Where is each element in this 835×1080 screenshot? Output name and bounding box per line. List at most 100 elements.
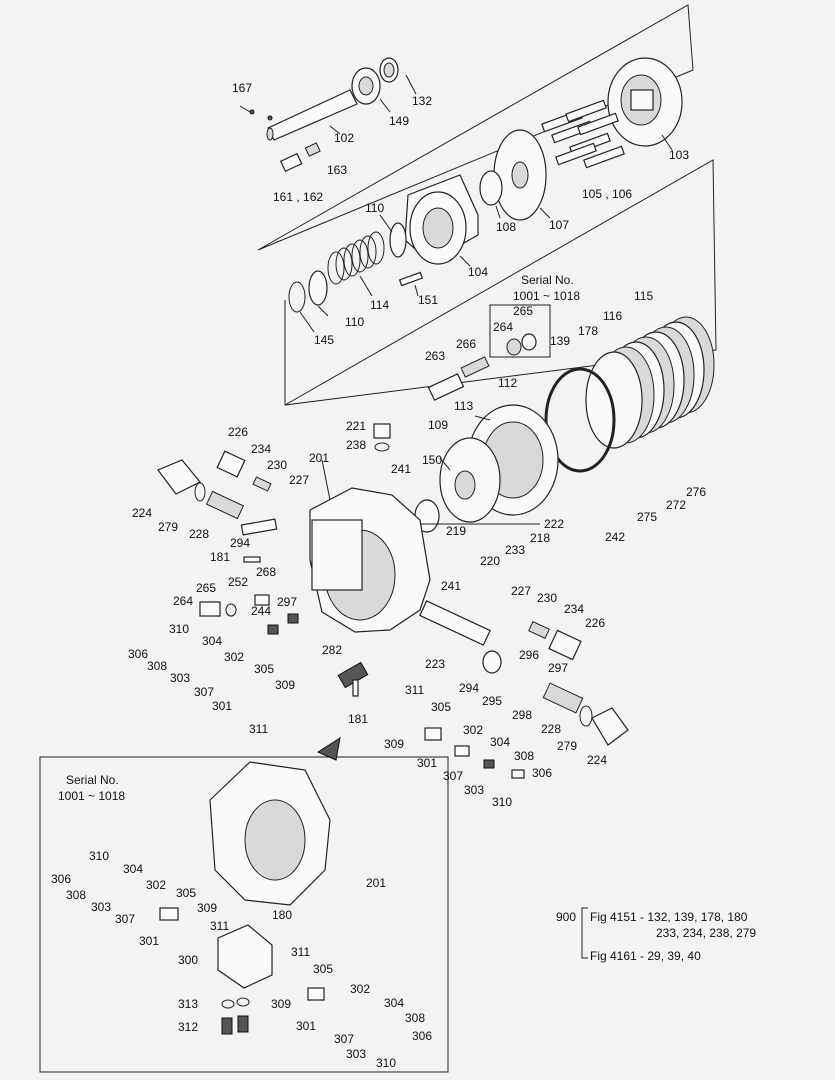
- part-label: 308: [147, 659, 168, 673]
- part-label: 228: [189, 527, 210, 541]
- part-label: 109: [428, 418, 449, 432]
- part-label: 234: [564, 602, 585, 616]
- part-label: 226: [585, 616, 606, 630]
- part-label: 104: [468, 265, 489, 279]
- part-label: 105 , 106: [582, 187, 633, 201]
- part-label: 279: [158, 520, 179, 534]
- part-label: 307: [443, 769, 464, 783]
- part-label: 150: [422, 453, 443, 467]
- part-label: 221: [346, 419, 367, 433]
- part-label: 296: [519, 648, 540, 662]
- ring-110a: [389, 222, 407, 258]
- part-label: 103: [669, 148, 690, 162]
- part-label: 114: [370, 298, 390, 312]
- part-label: 266: [456, 337, 477, 351]
- part-label: 222: [544, 517, 565, 531]
- part-label: 310: [376, 1056, 397, 1070]
- part-label: 252: [228, 575, 249, 589]
- part-label: 307: [194, 685, 215, 699]
- oring-279b: [579, 705, 593, 727]
- part-label: 244: [251, 604, 272, 618]
- serial-note-inset-line2: 1001 ~ 1018: [58, 789, 126, 803]
- part-label: 304: [490, 735, 511, 749]
- part-label: 113: [454, 399, 474, 413]
- ref-bracket: [581, 907, 588, 959]
- pistons-105: [541, 99, 625, 169]
- leader-lines: [239, 74, 673, 525]
- part-label: 313: [178, 997, 199, 1011]
- part-label: 303: [464, 783, 485, 797]
- inset-pointer-arrow: [316, 736, 341, 761]
- part-label: 227: [289, 473, 310, 487]
- washer-313a: [221, 999, 235, 1009]
- part-label: 311: [291, 945, 311, 959]
- washer-313b: [236, 997, 250, 1007]
- part-label: 161 , 162: [273, 190, 324, 204]
- plug-224: [157, 459, 201, 495]
- part-label: 303: [170, 671, 191, 685]
- part-label: 224: [132, 506, 153, 520]
- part-label: 305: [254, 662, 275, 676]
- part-label: 308: [66, 888, 87, 902]
- part-label: 241: [441, 579, 462, 593]
- part-label: 276: [686, 485, 707, 499]
- plug-297a: [287, 613, 299, 624]
- part-label: 294: [459, 681, 480, 695]
- pin-181b: [352, 679, 359, 697]
- ref-900-line1: Fig 4151 - 132, 139, 178, 180: [590, 910, 748, 924]
- part-label: 226: [228, 425, 249, 439]
- upper-frame-outline: [257, 4, 694, 251]
- oring-139: [544, 367, 616, 473]
- spool-223: [419, 600, 491, 646]
- part-label: 309: [271, 997, 292, 1011]
- part-label: 310: [89, 849, 110, 863]
- part-label: 264: [173, 594, 194, 608]
- piston-263: [427, 373, 465, 401]
- bolt-312a: [221, 1017, 233, 1035]
- part-label: 297: [277, 595, 298, 609]
- part-label: 310: [492, 795, 513, 809]
- part-label: 201: [309, 451, 330, 465]
- part-label: 201: [366, 876, 387, 890]
- part-label: 311: [405, 683, 425, 697]
- part-label: 304: [384, 996, 405, 1010]
- part-label: 265: [196, 581, 217, 595]
- part-label: 302: [224, 650, 245, 664]
- part-label: 181: [210, 550, 231, 564]
- part-label: 295: [482, 694, 503, 708]
- snap-ring-145: [288, 281, 306, 313]
- part-label: 139: [550, 334, 571, 348]
- part-label: 298: [512, 708, 533, 722]
- part-label: 107: [549, 218, 570, 232]
- part-label: 311: [210, 919, 230, 933]
- part-label: 228: [541, 722, 562, 736]
- ring-108: [479, 170, 503, 206]
- part-label: 112: [498, 376, 518, 390]
- plug-244: [267, 624, 279, 635]
- pin-161: [279, 152, 303, 173]
- part-label: 305: [176, 886, 197, 900]
- part-label: 304: [123, 862, 144, 876]
- part-label: 306: [532, 766, 553, 780]
- part-label: 309: [384, 737, 405, 751]
- plug-252: [254, 594, 270, 606]
- part-label: 308: [405, 1011, 426, 1025]
- block-300: [217, 924, 273, 989]
- part-label: 223: [425, 657, 446, 671]
- part-label: 230: [537, 591, 558, 605]
- part-label: 275: [637, 510, 658, 524]
- oring-265b: [225, 603, 237, 617]
- part-label: 220: [480, 554, 501, 568]
- part-label: 303: [346, 1047, 367, 1061]
- part-label: 311: [249, 722, 269, 736]
- part-label: 301: [139, 934, 160, 948]
- spring-230a: [252, 476, 272, 492]
- part-label: 233: [505, 543, 526, 557]
- valve-305c: [159, 907, 179, 921]
- part-label: 115: [634, 289, 654, 303]
- seat-294a: [240, 518, 278, 536]
- valve-302b: [454, 745, 470, 757]
- part-label: 263: [425, 349, 446, 363]
- oring-279a: [194, 482, 206, 502]
- bolt-312b: [237, 1015, 249, 1033]
